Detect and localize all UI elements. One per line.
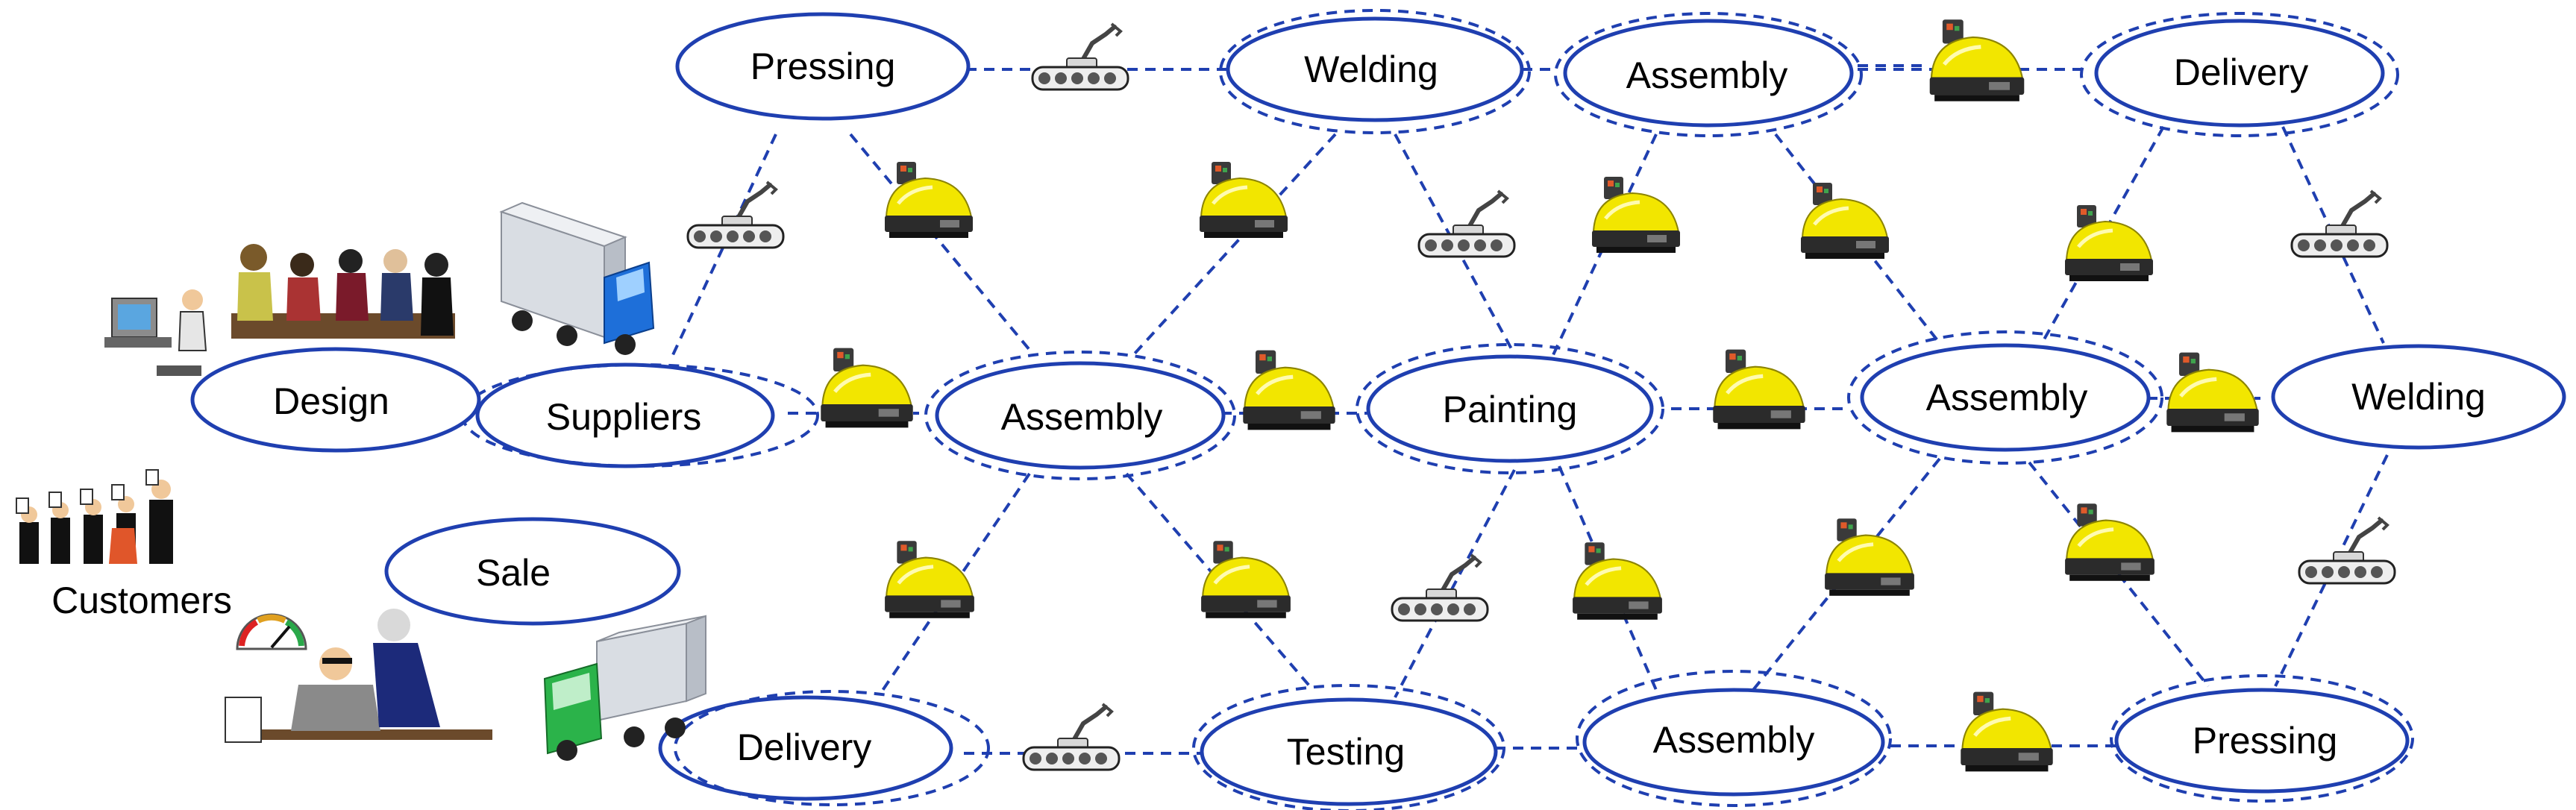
label-assembly-mid-right: Assembly bbox=[1926, 377, 2088, 418]
label-painting: Painting bbox=[1443, 389, 1578, 430]
agv-robot-icon bbox=[1200, 162, 1288, 238]
agv-robot-icon bbox=[1201, 541, 1291, 618]
agv-robot-icon bbox=[1592, 177, 1680, 253]
label-sale: Sale bbox=[476, 552, 551, 594]
label-welding-right: Welding bbox=[2351, 376, 2486, 418]
agv-robot-icon bbox=[1930, 19, 2025, 101]
label-welding-top: Welding bbox=[1304, 48, 1438, 90]
node-pressing-top bbox=[675, 12, 971, 121]
label-delivery-bottom: Delivery bbox=[737, 726, 872, 768]
node-painting bbox=[1366, 354, 1654, 463]
gauge-icon bbox=[236, 613, 307, 650]
node-welding-top bbox=[1226, 16, 1524, 122]
robot-arm-crawler-icon bbox=[2292, 191, 2387, 257]
agv-robot-icon bbox=[1573, 542, 1662, 620]
node-welding-right bbox=[2271, 344, 2566, 450]
agv-robot-icon bbox=[2166, 353, 2258, 433]
robot-arm-crawler-icon bbox=[1419, 191, 1514, 257]
agv-robot-icon bbox=[2065, 503, 2154, 581]
label-assembly-top: Assembly bbox=[1626, 54, 1788, 96]
truck-icon bbox=[543, 615, 706, 761]
label-delivery-top: Delivery bbox=[2174, 51, 2309, 93]
robot-arm-crawler-icon bbox=[1024, 704, 1119, 770]
agv-robot-icon bbox=[885, 541, 974, 618]
label-pressing-top: Pressing bbox=[750, 45, 896, 87]
node-sale bbox=[384, 517, 681, 626]
agv-robot-icon bbox=[821, 348, 912, 428]
label-assembly-mid-left: Assembly bbox=[1001, 396, 1163, 438]
meeting-icon bbox=[231, 244, 455, 339]
agv-robot-icon bbox=[2065, 205, 2153, 281]
node-assembly-top bbox=[1563, 19, 1854, 128]
node-assembly-mid-right bbox=[1860, 343, 2151, 452]
node-ellipses bbox=[190, 9, 2566, 810]
salesperson-icon bbox=[225, 609, 492, 743]
node-assembly-mid-left bbox=[935, 361, 1226, 470]
node-testing bbox=[1200, 697, 1498, 806]
truck-icon bbox=[499, 201, 655, 355]
label-assembly-bottom: Assembly bbox=[1653, 719, 1815, 761]
agv-robot-icon bbox=[1825, 518, 1914, 596]
agv-robot-icon bbox=[1243, 351, 1335, 430]
node-design bbox=[190, 347, 481, 453]
robot-arm-crawler-icon bbox=[1392, 555, 1488, 621]
agv-robot-icon bbox=[1801, 183, 1889, 259]
robot-arm-crawler-icon bbox=[688, 182, 783, 248]
label-design: Design bbox=[273, 380, 389, 422]
label-testing: Testing bbox=[1287, 731, 1405, 773]
node-labels: Pressing Welding Assembly Delivery Suppl… bbox=[51, 45, 2486, 773]
designer-icon bbox=[104, 289, 207, 376]
robot-arm-crawler-icon bbox=[2299, 518, 2395, 583]
label-customers: Customers bbox=[51, 580, 232, 621]
network-links bbox=[670, 64, 2389, 755]
label-pressing-bottom: Pressing bbox=[2193, 720, 2338, 762]
node-assembly-bottom bbox=[1582, 688, 1885, 797]
agv-robot-icon bbox=[885, 162, 973, 238]
node-delivery-top bbox=[2094, 19, 2385, 128]
node-pressing-bottom bbox=[2114, 688, 2410, 794]
node-delivery-bottom bbox=[658, 695, 953, 801]
label-suppliers: Suppliers bbox=[546, 396, 701, 438]
customers-icon bbox=[16, 469, 173, 564]
agv-robot-icon bbox=[1961, 692, 2052, 772]
robot-arm-crawler-icon bbox=[1032, 24, 1128, 90]
agv-robot-icon bbox=[1713, 350, 1805, 430]
